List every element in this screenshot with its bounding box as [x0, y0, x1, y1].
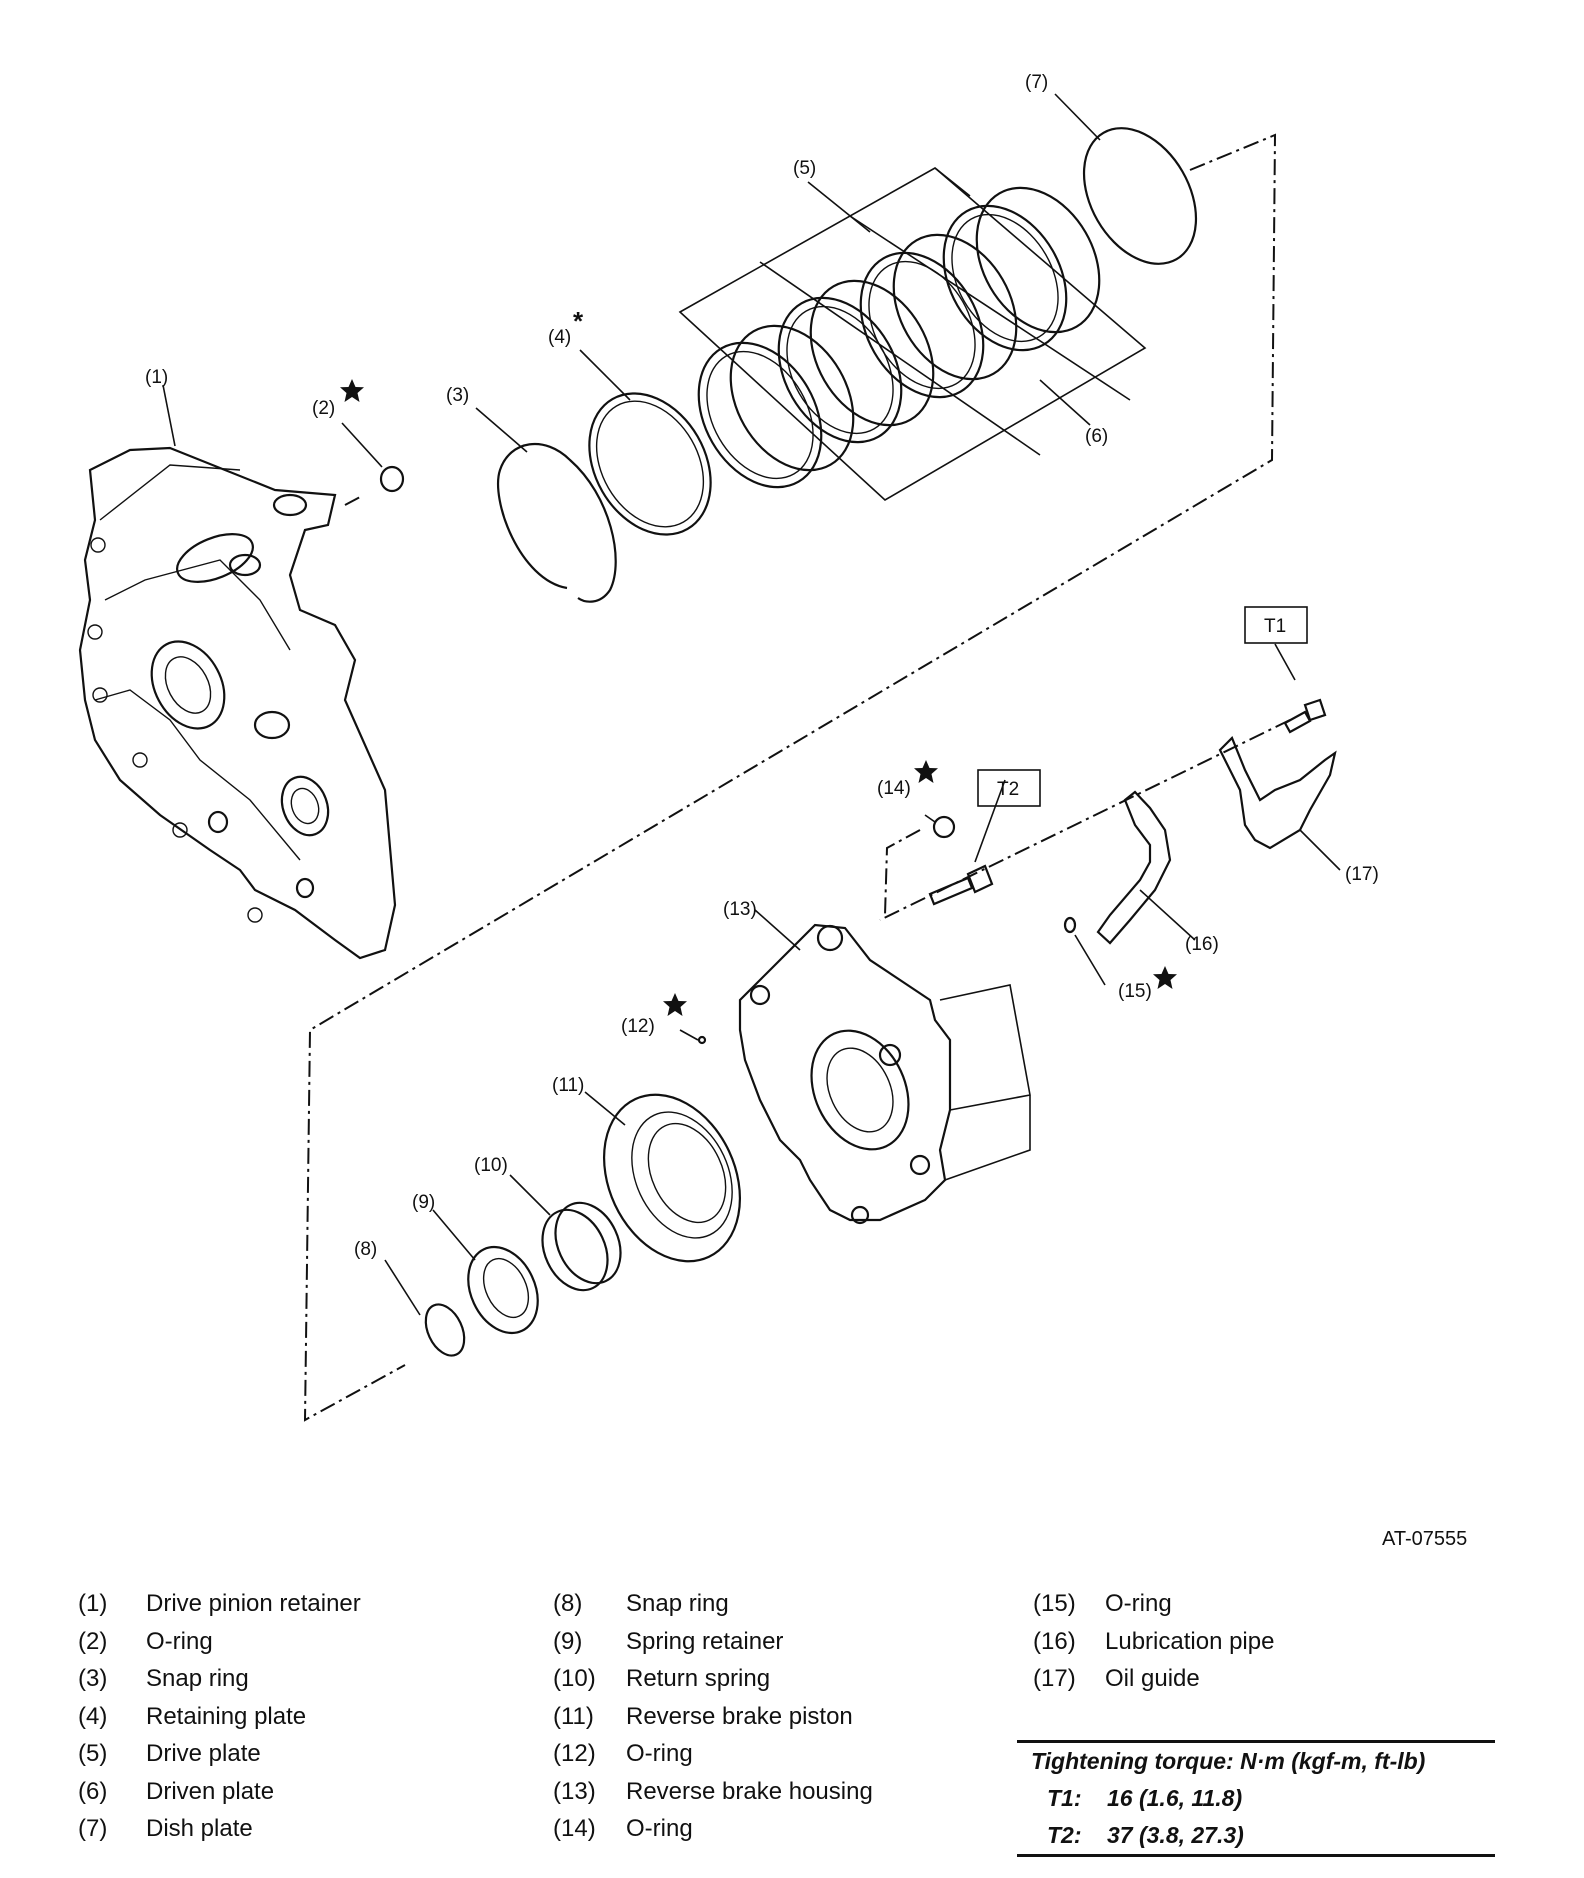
legend-num: (17): [1033, 1665, 1076, 1692]
legend-num: (6): [78, 1777, 108, 1805]
legend-num: (16): [1033, 1627, 1076, 1655]
o-ring-15: [1063, 916, 1077, 934]
legend-num: (9): [553, 1627, 583, 1655]
legend-num: (10): [553, 1665, 596, 1692]
callout-2: (2): [312, 398, 335, 419]
legend-name: Driven plate: [146, 1777, 275, 1805]
legend-name: O-ring: [1105, 1590, 1172, 1617]
legend-name: Dish plate: [146, 1815, 253, 1842]
spring-retainer: [467, 1245, 539, 1335]
callout-t1: T1: [1264, 616, 1286, 637]
callout-17: (17): [1345, 864, 1379, 885]
figure-id: AT-07555: [1382, 1528, 1468, 1550]
callout-7: (7): [1025, 72, 1048, 93]
bolt-t2: [928, 864, 994, 906]
torque-table: Tightening torque: N·m (kgf-m, ft-lb) T1…: [1017, 1740, 1495, 1857]
callout-3: (3): [446, 385, 469, 406]
legend-name: Snap ring: [146, 1665, 249, 1692]
callout-4: (4): [548, 327, 571, 348]
callout-14: (14): [877, 778, 911, 799]
assembly-centerlines: [303, 133, 1291, 1422]
clutch-plate-pack: [678, 167, 1147, 501]
asterisk-mark: *: [573, 306, 584, 336]
dish-plate-7: [1082, 127, 1198, 265]
callout-t2: T2: [997, 779, 1019, 800]
legend-num: (7): [78, 1815, 108, 1842]
reverse-brake-piston: [602, 1093, 742, 1263]
callout-13: (13): [723, 899, 757, 920]
t1-box: [1244, 606, 1308, 644]
legend-name: Spring retainer: [626, 1627, 784, 1655]
legend-name: Return spring: [626, 1665, 771, 1692]
legend-num: (11): [553, 1702, 594, 1730]
leader-lines: [162, 93, 1341, 1316]
torque-row: T2: 37 (3.8, 27.3): [1017, 1817, 1495, 1854]
legend-num: (12): [553, 1740, 596, 1767]
torque-row: T1: 16 (1.6, 11.8): [1017, 1780, 1495, 1817]
callout-labels: (1) (2) (3) (4) * (5) (6) (7) T1 (14) T2…: [145, 72, 1379, 1260]
legend-num: (13): [553, 1777, 596, 1805]
drive-pinion-retainer: [78, 446, 397, 960]
callout-16: (16): [1185, 934, 1219, 955]
legend-name: Oil guide: [1105, 1665, 1200, 1692]
callout-8: (8): [354, 1239, 377, 1260]
callout-9: (9): [412, 1192, 435, 1213]
callout-10: (10): [474, 1155, 508, 1176]
callout-15: (15): [1118, 981, 1152, 1002]
oil-guide: [1218, 736, 1337, 850]
o-ring-12: [697, 1035, 707, 1045]
reverse-brake-housing: [738, 923, 1031, 1225]
legend-name: Drive plate: [146, 1740, 261, 1767]
legend-num: (4): [78, 1702, 108, 1730]
legend-name: Snap ring: [626, 1590, 729, 1617]
legend-name: Lubrication pipe: [1105, 1627, 1275, 1655]
legend-name: O-ring: [626, 1740, 693, 1767]
torque-value: 37 (3.8, 27.3): [1107, 1822, 1244, 1848]
callout-1: (1): [145, 367, 168, 388]
legend-name: Reverse brake piston: [626, 1702, 853, 1730]
callout-6: (6): [1085, 426, 1108, 447]
legend-num: (14): [553, 1815, 596, 1842]
torque-value: 16 (1.6, 11.8): [1107, 1785, 1243, 1811]
return-spring: [541, 1201, 622, 1292]
legend-name: O-ring: [626, 1815, 693, 1842]
snap-ring-8: [424, 1303, 466, 1357]
o-ring-14: [932, 815, 956, 839]
legend-name: Retaining plate: [146, 1702, 307, 1730]
lubrication-pipe: [1096, 790, 1172, 945]
retaining-plate-4: [588, 392, 712, 536]
legend-num: (3): [78, 1665, 108, 1692]
legend-num: (2): [78, 1627, 108, 1655]
o-ring-2: [379, 465, 405, 493]
legend-num: (5): [78, 1740, 108, 1767]
legend-name: Reverse brake housing: [626, 1777, 873, 1805]
t2-box: [977, 769, 1041, 807]
torque-key: T1:: [1047, 1785, 1082, 1811]
legend-num: (1): [78, 1590, 108, 1617]
callout-5: (5): [793, 158, 816, 179]
callout-12: (12): [621, 1016, 655, 1037]
torque-key: T2:: [1047, 1822, 1082, 1848]
legend-name: O-ring: [146, 1627, 213, 1655]
callout-11: (11): [552, 1075, 584, 1096]
snap-ring-3: [497, 442, 617, 603]
bolt-t1: [1283, 698, 1327, 734]
legend-num: (8): [553, 1590, 583, 1617]
torque-heading: Tightening torque: N·m (kgf-m, ft-lb): [1031, 1748, 1426, 1774]
legend-num: (15): [1033, 1590, 1076, 1617]
legend-name: Drive pinion retainer: [146, 1590, 361, 1617]
